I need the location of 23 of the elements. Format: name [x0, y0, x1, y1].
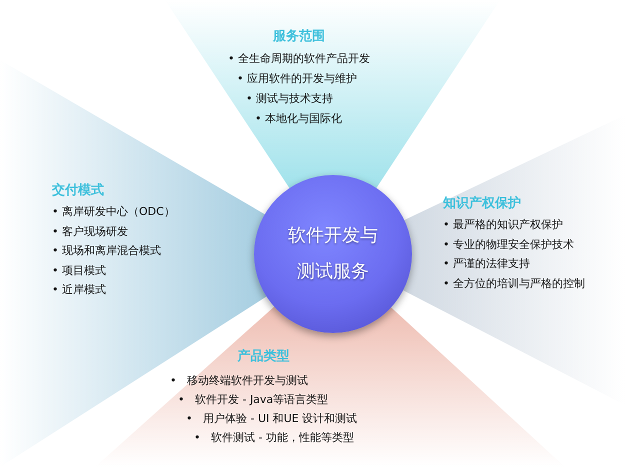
bullet-item: • 应用软件的开发与维护 — [237, 71, 357, 87]
bullet-item: • 软件测试 - 功能，性能等类型 — [194, 430, 354, 446]
bullet-item: • 全方位的培训与严格的控制 — [443, 276, 585, 292]
bullet-item: • 客户现场研发 — [52, 224, 128, 240]
bullet-item: • 专业的物理安全保护技术 — [443, 236, 574, 252]
bullet-item: • 项目模式 — [52, 262, 106, 278]
bullet-item: • 本地化与国际化 — [255, 111, 342, 127]
bullet-item: • 最严格的知识产权保护 — [443, 217, 563, 233]
center-title: 软件开发与测试服务 — [288, 224, 378, 284]
bullet-item: • 近岸模式 — [52, 282, 106, 298]
bullet-item: • 软件开发 - Java等语言类型 — [178, 392, 328, 408]
section-heading: 知识产权保护 — [443, 194, 522, 212]
bullet-item: • 测试与技术支持 — [246, 91, 333, 107]
bullet-item: • 严谨的法律支持 — [443, 256, 530, 272]
section-heading: 产品类型 — [236, 348, 291, 365]
section-heading: 服务范围 — [272, 28, 326, 45]
bullet-item: • 离岸研发中心（ODC） — [52, 204, 175, 220]
bullet-item: • 移动终端软件开发与测试 — [170, 373, 308, 389]
bullet-item: • 全生命周期的软件产品开发 — [228, 51, 370, 67]
bullet-item: • 用户体验 - UI 和UE 设计和测试 — [186, 411, 358, 427]
bullet-item: • 现场和离岸混合模式 — [52, 243, 161, 259]
center-circle — [254, 175, 412, 333]
section-heading: 交付模式 — [52, 182, 105, 199]
